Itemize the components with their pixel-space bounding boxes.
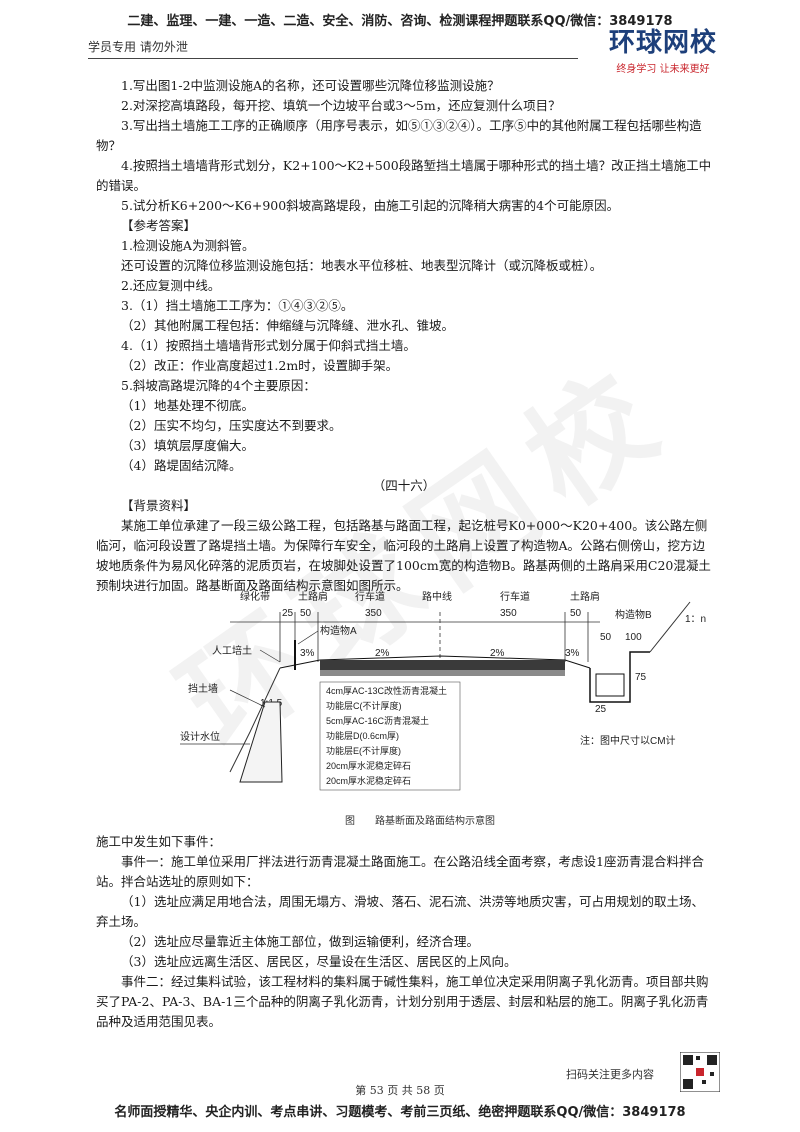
event-1-item: （3）选址应远离生活区、居民区，尽量设在生活区、居民区的上风向。 — [121, 954, 517, 969]
layer-4: 功能层D(0.6cm厚) — [326, 730, 399, 741]
label-structure-b: 构造物B — [615, 608, 652, 621]
layer-7: 20cm厚水泥稳定碎石 — [326, 775, 411, 786]
dim-350-right: 350 — [500, 608, 517, 619]
label-green-belt: 绿化带 — [240, 590, 270, 603]
question-2: 2.对深挖高填路段，每开挖、填筑一个边坡平台或3～5m，还应复测什么项目？ — [121, 98, 561, 113]
page-number: 第 53 页 共 58 页 — [355, 1084, 445, 1097]
answer-line: 3.（1）挡土墙施工工序为：①④③②⑤。 — [121, 298, 354, 313]
answer-line: 5.斜坡高路堤沉降的4个主要原因： — [121, 378, 316, 393]
leader-line — [297, 630, 319, 645]
label-lane-right: 行车道 — [500, 590, 530, 603]
answer-line: （2）改正：作业高度超过1.2m时，设置脚手架。 — [121, 358, 399, 373]
grade-2: 2% — [375, 648, 390, 659]
leader-line — [259, 649, 281, 663]
logo-slogan: 终身学习 让未来更好 — [616, 64, 710, 75]
answer-line: （2）压实不均匀，压实度达不到要求。 — [121, 418, 342, 433]
label-center-line: 路中线 — [422, 590, 452, 603]
pavement-layers — [320, 660, 565, 670]
footer-banner: 名师面授精华、央企内训、考点串讲、习题模考、考前三页纸、绝密押题联系QQ/微信：… — [114, 1105, 686, 1120]
question-5: 5.试分析K6+200～K6+900斜坡高路堤段，由施工引起的沉降稍大病害的4个… — [121, 198, 620, 213]
answer-line: 4.（1）按照挡土墙墙背形式划分属于仰斜式挡土墙。 — [121, 338, 416, 353]
event-1-item: （2）选址应尽量靠近主体施工部位，做到运输便利，经济合理。 — [121, 934, 479, 949]
logo-name: 环球网校 — [608, 28, 717, 58]
question-3: 3.写出挡土墙施工工序的正确顺序（用序号表示，如⑤①③②④）。工序⑤中的其他附属… — [96, 118, 702, 153]
label-shoulder-left: 土路肩 — [298, 590, 328, 603]
pavement-base — [320, 670, 565, 676]
answer-line: （3）填筑层厚度偏大。 — [121, 438, 254, 453]
roadbed-cross-section-figure: 绿化带 土路肩 行车道 路中线 行车道 土路肩 25 50 350 350 50… — [180, 590, 706, 791]
answer-line: （4）路堤固结沉降。 — [121, 458, 242, 473]
dim-75: 75 — [635, 672, 647, 683]
answer-line: （1）地基处理不彻底。 — [121, 398, 254, 413]
event-1-text: 事件一：施工单位采用厂拌法进行沥青混凝土路面施工。在公路沿线全面考察，考虑设1座… — [96, 854, 704, 889]
event-2-text: 事件二：经过集料试验，该工程材料的集料属于碱性集料，施工单位决定采用阴离子乳化沥… — [96, 974, 709, 1029]
brand-logo: 环球网校 终身学习 让未来更好 — [588, 28, 738, 75]
label-manmade-fill: 人工培土 — [212, 644, 252, 657]
answer-line: 还可设置的沉降位移监测设施包括：地表水平位移桩、地表型沉降计（或沉降板或桩）。 — [121, 258, 603, 273]
events-intro: 施工中发生如下事件： — [96, 834, 222, 849]
answer-line: （2）其他附属工程包括：伸缩缝与沉降缝、泄水孔、锥坡。 — [121, 318, 454, 333]
dim-25-left: 25 — [282, 608, 294, 619]
qr-code-icon — [680, 1052, 720, 1092]
event-1-item: （1）选址应满足用地合法，周围无塌方、滑坡、落石、泥石流、洪涝等地质灾害，可占用… — [96, 894, 704, 929]
label-structure-a: 构造物A — [320, 624, 357, 637]
label-water-level: 设计水位 — [180, 730, 220, 743]
dim-50-left: 50 — [300, 608, 312, 619]
background-heading: 【背景资料】 — [121, 498, 197, 513]
page-content-events: 施工中发生如下事件： 事件一：施工单位采用厂拌法进行沥青混凝土路面施工。在公路沿… — [96, 832, 712, 1032]
figure-note: 注：图中尺寸以CM计 — [580, 734, 676, 747]
label-retaining-wall: 挡土墙 — [188, 682, 218, 695]
pavement-surface — [279, 655, 591, 669]
qr-caption: 扫码关注更多内容 — [566, 1068, 654, 1081]
leader-line — [229, 689, 266, 708]
layer-list: 4cm厚AC-13C改性沥青混凝土 功能层C(不计厚度) 5cm厚AC-16C沥… — [319, 681, 461, 791]
answer-heading: 【参考答案】 — [121, 218, 197, 233]
cut-slope — [649, 601, 691, 653]
answer-line: 2.还应复测中线。 — [121, 278, 221, 293]
fill-slope — [229, 667, 281, 773]
section-title: （四十六） — [372, 478, 436, 493]
layer-1: 4cm厚AC-13C改性沥青混凝土 — [326, 685, 447, 696]
structure-b-channel — [595, 673, 625, 697]
layer-6: 20cm厚水泥稳定碎石 — [326, 760, 411, 771]
header-divider — [88, 58, 578, 59]
dim-50-b: 50 — [600, 632, 612, 643]
grade-1: 3% — [300, 648, 315, 659]
retaining-wall — [239, 701, 283, 783]
layer-2: 功能层C(不计厚度) — [326, 700, 402, 711]
layer-5: 功能层E(不计厚度) — [326, 745, 401, 756]
answer-line: 1.检测设施A为测斜管。 — [121, 238, 255, 253]
question-1: 1.写出图1-2中监测设施A的名称，还可设置哪些沉降位移监测设施？ — [121, 78, 500, 93]
label-slope-right: 1：n — [685, 614, 706, 625]
dim-25-b: 25 — [595, 704, 607, 715]
dim-50-right: 50 — [570, 608, 582, 619]
question-4: 4.按照挡土墙墙背形式划分，K2+100～K2+500段路堑挡土墙属于哪种形式的… — [96, 158, 712, 193]
page-content: 1.写出图1-2中监测设施A的名称，还可设置哪些沉降位移监测设施？ 2.对深挖高… — [96, 76, 712, 596]
figure-caption: 图 路基断面及路面结构示意图 — [345, 816, 495, 827]
grade-4: 3% — [565, 648, 580, 659]
structure-b — [589, 651, 650, 703]
layer-3: 5cm厚AC-16C沥青混凝土 — [326, 715, 429, 726]
dim-350-left: 350 — [365, 608, 382, 619]
dim-100-b: 100 — [625, 632, 642, 643]
background-text: 某施工单位承建了一段三级公路工程，包括路基与路面工程，起讫桩号K0+000～K2… — [96, 518, 711, 593]
grade-3: 2% — [490, 648, 505, 659]
header-banner: 二建、监理、一建、一造、二造、安全、消防、咨询、检测课程押题联系QQ/微信：38… — [127, 14, 673, 29]
layer-table — [319, 681, 461, 791]
label-lane-left: 行车道 — [355, 590, 385, 603]
confidential-note: 学员专用 请勿外泄 — [88, 40, 188, 54]
label-shoulder-right: 土路肩 — [570, 590, 600, 603]
